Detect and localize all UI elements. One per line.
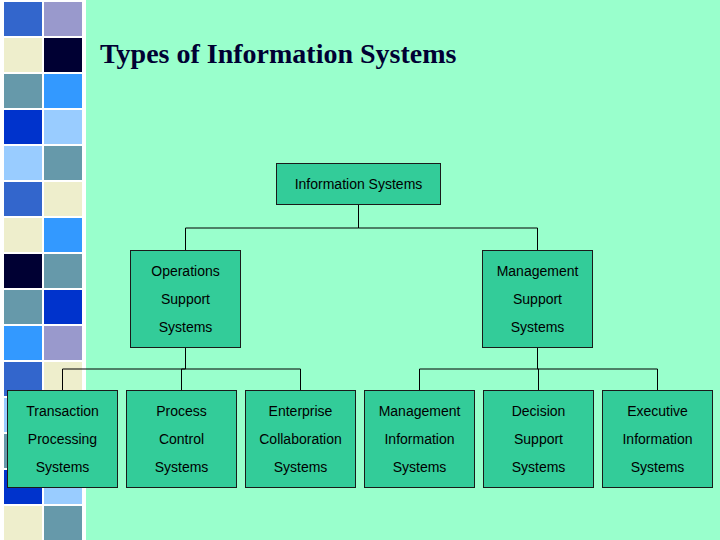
system-box: Enterprise Collaboration Systems [245,390,356,488]
strip-square [44,254,82,288]
strip-square [4,254,42,288]
strip-square [4,38,42,72]
tree-connector [182,348,186,390]
strip-square [4,290,42,324]
strip-square [44,74,82,108]
box-label: Management Support Systems [491,257,584,341]
box-label: Process Control Systems [135,397,228,481]
strip-square [4,326,42,360]
strip-square [44,2,82,36]
system-box: Management Information Systems [364,390,475,488]
tree-connector [420,348,538,390]
slide-title: Types of Information Systems [100,38,456,70]
box-label: Enterprise Collaboration Systems [254,397,347,481]
box-label: Operations Support Systems [139,257,232,341]
strip-square [44,290,82,324]
strip-square [4,182,42,216]
box-label: Decision Support Systems [492,397,585,481]
strip-square [4,110,42,144]
tree-connector [63,348,186,390]
strip-square [4,218,42,252]
strip-square [4,146,42,180]
strip-square [44,218,82,252]
tree-connector [538,348,658,390]
tree-connector [186,205,359,250]
box-label: Information Systems [285,170,432,198]
strip-square [44,38,82,72]
box-label: Executive Information Systems [611,397,704,481]
strip-square [44,506,82,540]
strip-square [4,74,42,108]
box-label: Management Information Systems [373,397,466,481]
system-box: Transaction Processing Systems [7,390,118,488]
category-box: Management Support Systems [482,250,593,348]
system-box: Decision Support Systems [483,390,594,488]
tree-connector [186,348,301,390]
strip-square [44,110,82,144]
root-box: Information Systems [276,163,441,205]
system-box: Executive Information Systems [602,390,713,488]
strip-square [4,2,42,36]
box-label: Transaction Processing Systems [16,397,109,481]
category-box: Operations Support Systems [130,250,241,348]
strip-square [4,506,42,540]
strip-square [44,182,82,216]
tree-connector [359,205,538,250]
strip-square [44,326,82,360]
system-box: Process Control Systems [126,390,237,488]
strip-square [44,146,82,180]
